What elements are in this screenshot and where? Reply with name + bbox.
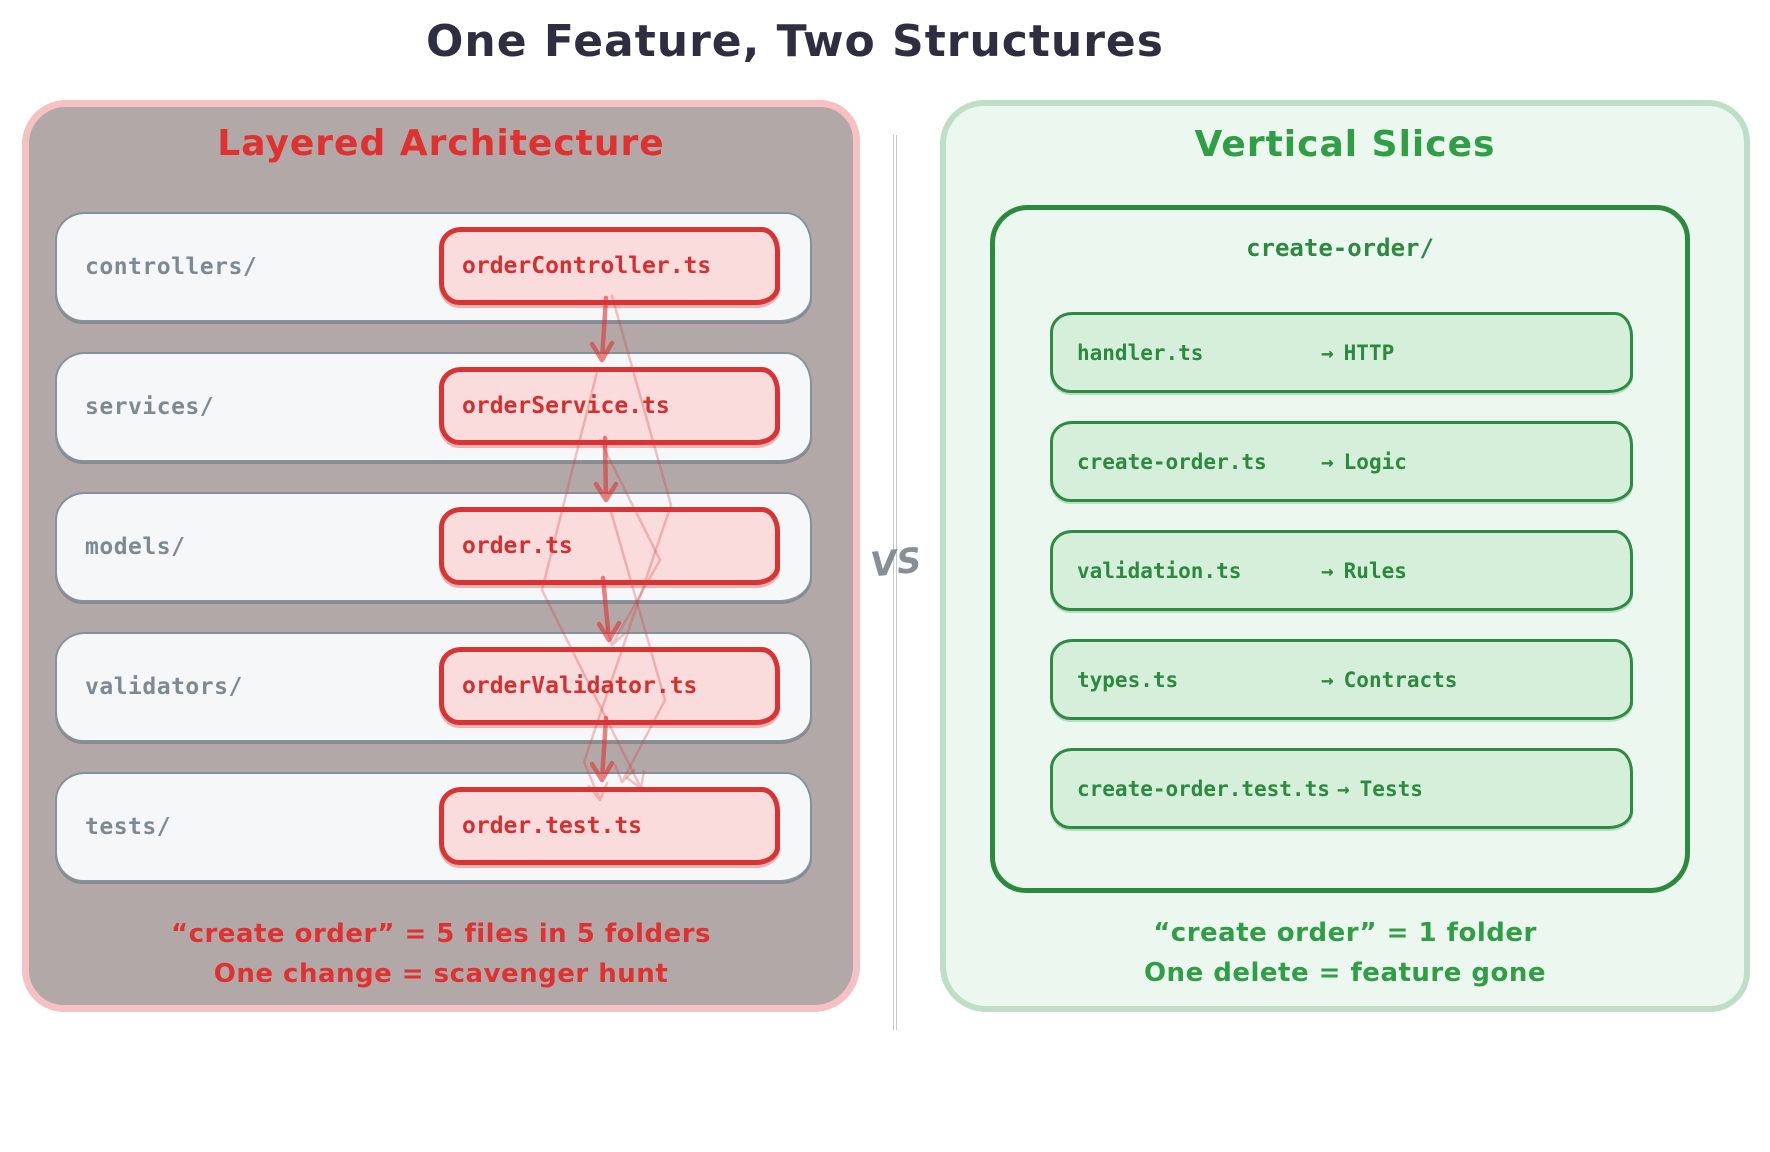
folder-label: models/ <box>85 534 186 560</box>
slice-role: → HTTP <box>1321 315 1394 390</box>
slice-file: create-order.test.ts <box>1077 776 1330 801</box>
vertical-slices-title: Vertical Slices <box>1194 124 1496 165</box>
slice-role: → Logic <box>1321 424 1407 499</box>
slice-file: validation.ts <box>1077 558 1242 583</box>
right-caption-line2: One delete = feature gone <box>1143 958 1547 988</box>
slice-role: → Rules <box>1321 533 1407 608</box>
slice-role-label: Tests <box>1359 776 1423 801</box>
create-order-folder-box: create-order/ handler.ts → HTTP create-o… <box>990 205 1690 893</box>
create-order-folder-title: create-order/ <box>1246 234 1434 262</box>
right-arrow-icon: → <box>1321 449 1334 474</box>
slice-row-tests: create-order.test.ts → Tests <box>1050 748 1633 829</box>
slice-role: → Tests <box>1337 751 1423 826</box>
file-pill: orderValidator.ts <box>439 647 780 725</box>
file-pill: order.ts <box>439 507 780 585</box>
right-arrow-icon: → <box>1321 340 1334 365</box>
slice-file: create-order.ts <box>1077 449 1267 474</box>
slice-row-validation: validation.ts → Rules <box>1050 530 1633 611</box>
layer-row-controllers: controllers/ orderController.ts <box>55 212 812 322</box>
vertical-slices-panel: Vertical Slices create-order/ handler.ts… <box>940 100 1750 1012</box>
right-arrow-icon: → <box>1337 776 1350 801</box>
folder-label: controllers/ <box>85 254 258 280</box>
file-pill: orderController.ts <box>439 227 780 305</box>
slice-file: handler.ts <box>1077 340 1204 365</box>
vs-label: VS <box>868 540 924 586</box>
layered-architecture-panel: Layered Architecture controllers/ orderC… <box>22 100 860 1012</box>
left-caption-line1: “create order” = 5 files in 5 folders <box>170 919 711 949</box>
file-pill: orderService.ts <box>439 367 780 445</box>
left-caption-line2: One change = scavenger hunt <box>213 959 669 989</box>
slice-role: → Contracts <box>1321 642 1457 717</box>
slice-row-types: types.ts → Contracts <box>1050 639 1633 720</box>
layer-row-models: models/ order.ts <box>55 492 812 602</box>
vs-divider-line <box>893 135 897 1030</box>
folder-label: validators/ <box>85 674 243 700</box>
file-pill: order.test.ts <box>439 787 780 865</box>
slice-role-label: HTTP <box>1343 340 1395 365</box>
slice-row-create-order: create-order.ts → Logic <box>1050 421 1633 502</box>
slice-row-handler: handler.ts → HTTP <box>1050 312 1633 393</box>
right-caption-line1: “create order” = 1 folder <box>1153 918 1537 948</box>
right-arrow-icon: → <box>1321 667 1334 692</box>
slice-role-label: Contracts <box>1343 667 1458 692</box>
page-title: One Feature, Two Structures <box>426 16 1164 67</box>
slice-role-label: Logic <box>1343 449 1407 474</box>
layered-architecture-title: Layered Architecture <box>217 123 665 164</box>
slice-role-label: Rules <box>1343 558 1407 583</box>
layer-row-validators: validators/ orderValidator.ts <box>55 632 812 742</box>
folder-label: tests/ <box>85 814 172 840</box>
layer-row-tests: tests/ order.test.ts <box>55 772 812 882</box>
slice-file: types.ts <box>1077 667 1179 692</box>
layer-row-services: services/ orderService.ts <box>55 352 812 462</box>
folder-label: services/ <box>85 394 215 420</box>
right-arrow-icon: → <box>1321 558 1334 583</box>
